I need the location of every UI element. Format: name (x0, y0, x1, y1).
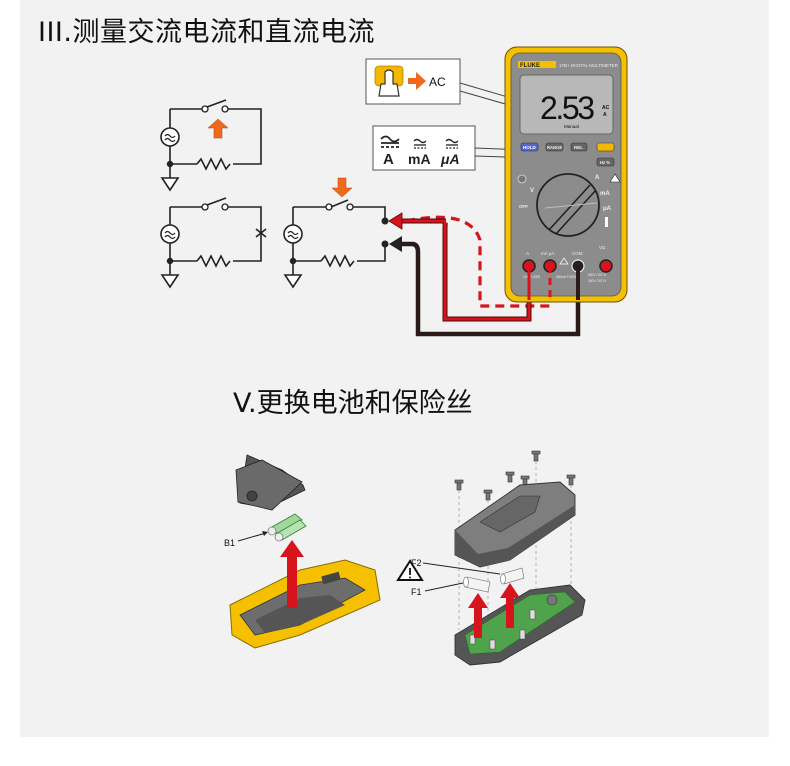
display-reading: 2.53 (540, 90, 595, 126)
svg-text:Manual: Manual (564, 124, 579, 129)
break-mark-icon (255, 228, 267, 238)
svg-text:A: A (526, 251, 529, 256)
unit-ma: mA (408, 151, 431, 167)
svg-text:300V CAT IV: 300V CAT IV (588, 279, 607, 283)
meter-button-yellow[interactable] (596, 142, 615, 152)
right-arrow-icon (408, 72, 426, 90)
fuse-replacement: F2 F1 (396, 450, 586, 666)
jack-v-ohm[interactable] (599, 259, 613, 273)
switch-open-icon (201, 105, 209, 113)
callout-ac-button: AC (365, 58, 461, 105)
svg-text:A: A (595, 175, 600, 181)
svg-text:RANGE: RANGE (547, 145, 562, 150)
svg-text:AC: AC (602, 105, 610, 111)
rotary-dial[interactable] (536, 173, 600, 237)
unit-a: A (383, 151, 394, 168)
current-measurement-diagram: AC A mA μA FLUKE 17B+ DIGITAL MULTIMETER… (160, 46, 628, 337)
fuse-removal-arrow-2 (500, 583, 520, 628)
battery-fuse-diagram: B1 (224, 450, 586, 666)
multimeter: FLUKE 17B+ DIGITAL MULTIMETER 2.53 AC A … (504, 46, 628, 303)
svg-text:OFF: OFF (519, 204, 528, 209)
svg-text:mA μA: mA μA (541, 251, 554, 256)
section-title-battery-fuse: V.更换电池和保险丝 (233, 388, 473, 419)
meter-button-range[interactable]: RANGE (545, 142, 564, 152)
meter-button-hold[interactable]: HOLD (520, 142, 539, 152)
unit-ua: μA (440, 151, 460, 167)
test-leads (388, 212, 581, 337)
resistor-icon (196, 157, 231, 171)
warning-triangle-icon (396, 559, 424, 581)
svg-text:μA: μA (603, 206, 612, 212)
aaa-batteries-icon (267, 513, 307, 542)
callout-current-units: A mA μA (372, 125, 476, 171)
circuit-with-meter (283, 177, 389, 288)
svg-text:400mA FUSED: 400mA FUSED (556, 275, 578, 279)
ac-source-icon (160, 127, 180, 147)
circuit-broken (160, 197, 267, 288)
circuit-switch-open (160, 99, 262, 191)
meter-brand: FLUKE (520, 63, 540, 69)
label-f2: F2 (411, 558, 422, 568)
fuse-f2-icon (500, 567, 525, 585)
diagram-panel (20, 0, 769, 737)
warning-icon-meter (609, 173, 621, 183)
battery-replacement: B1 (224, 454, 381, 649)
red-probe-tip (388, 212, 403, 230)
svg-text:10A FUSED: 10A FUSED (523, 275, 541, 279)
down-arrow-icon (331, 177, 353, 198)
svg-text:V: V (530, 188, 534, 194)
callout-ac-label: AC (429, 75, 446, 89)
svg-text:A: A (603, 112, 607, 118)
svg-text:VΩ: VΩ (599, 245, 606, 250)
svg-text:HOLD: HOLD (523, 145, 536, 150)
fuse-removal-arrow-1 (468, 593, 488, 638)
battery-removal-arrow (280, 540, 304, 608)
meter-button-rel[interactable]: REL (570, 142, 588, 152)
svg-text:mA: mA (600, 191, 610, 197)
svg-text:600V CAT III: 600V CAT III (588, 273, 606, 277)
meter-model: 17B+ DIGITAL MULTIMETER (559, 63, 619, 68)
svg-text:Hz %: Hz % (600, 160, 610, 165)
label-b1: B1 (224, 538, 235, 548)
fuse-f1-icon (463, 576, 491, 593)
svg-text:REL: REL (574, 145, 583, 150)
section-title-current: III.测量交流电流和直流电流 (38, 17, 375, 48)
label-f1: F1 (411, 587, 422, 597)
meter-button-hz[interactable]: Hz % (596, 157, 615, 167)
svg-text:COM: COM (572, 251, 583, 256)
ground-icon (161, 177, 179, 191)
black-probe-tip (389, 236, 402, 252)
up-arrow-icon (207, 118, 229, 139)
finger-press-icon (378, 69, 400, 97)
